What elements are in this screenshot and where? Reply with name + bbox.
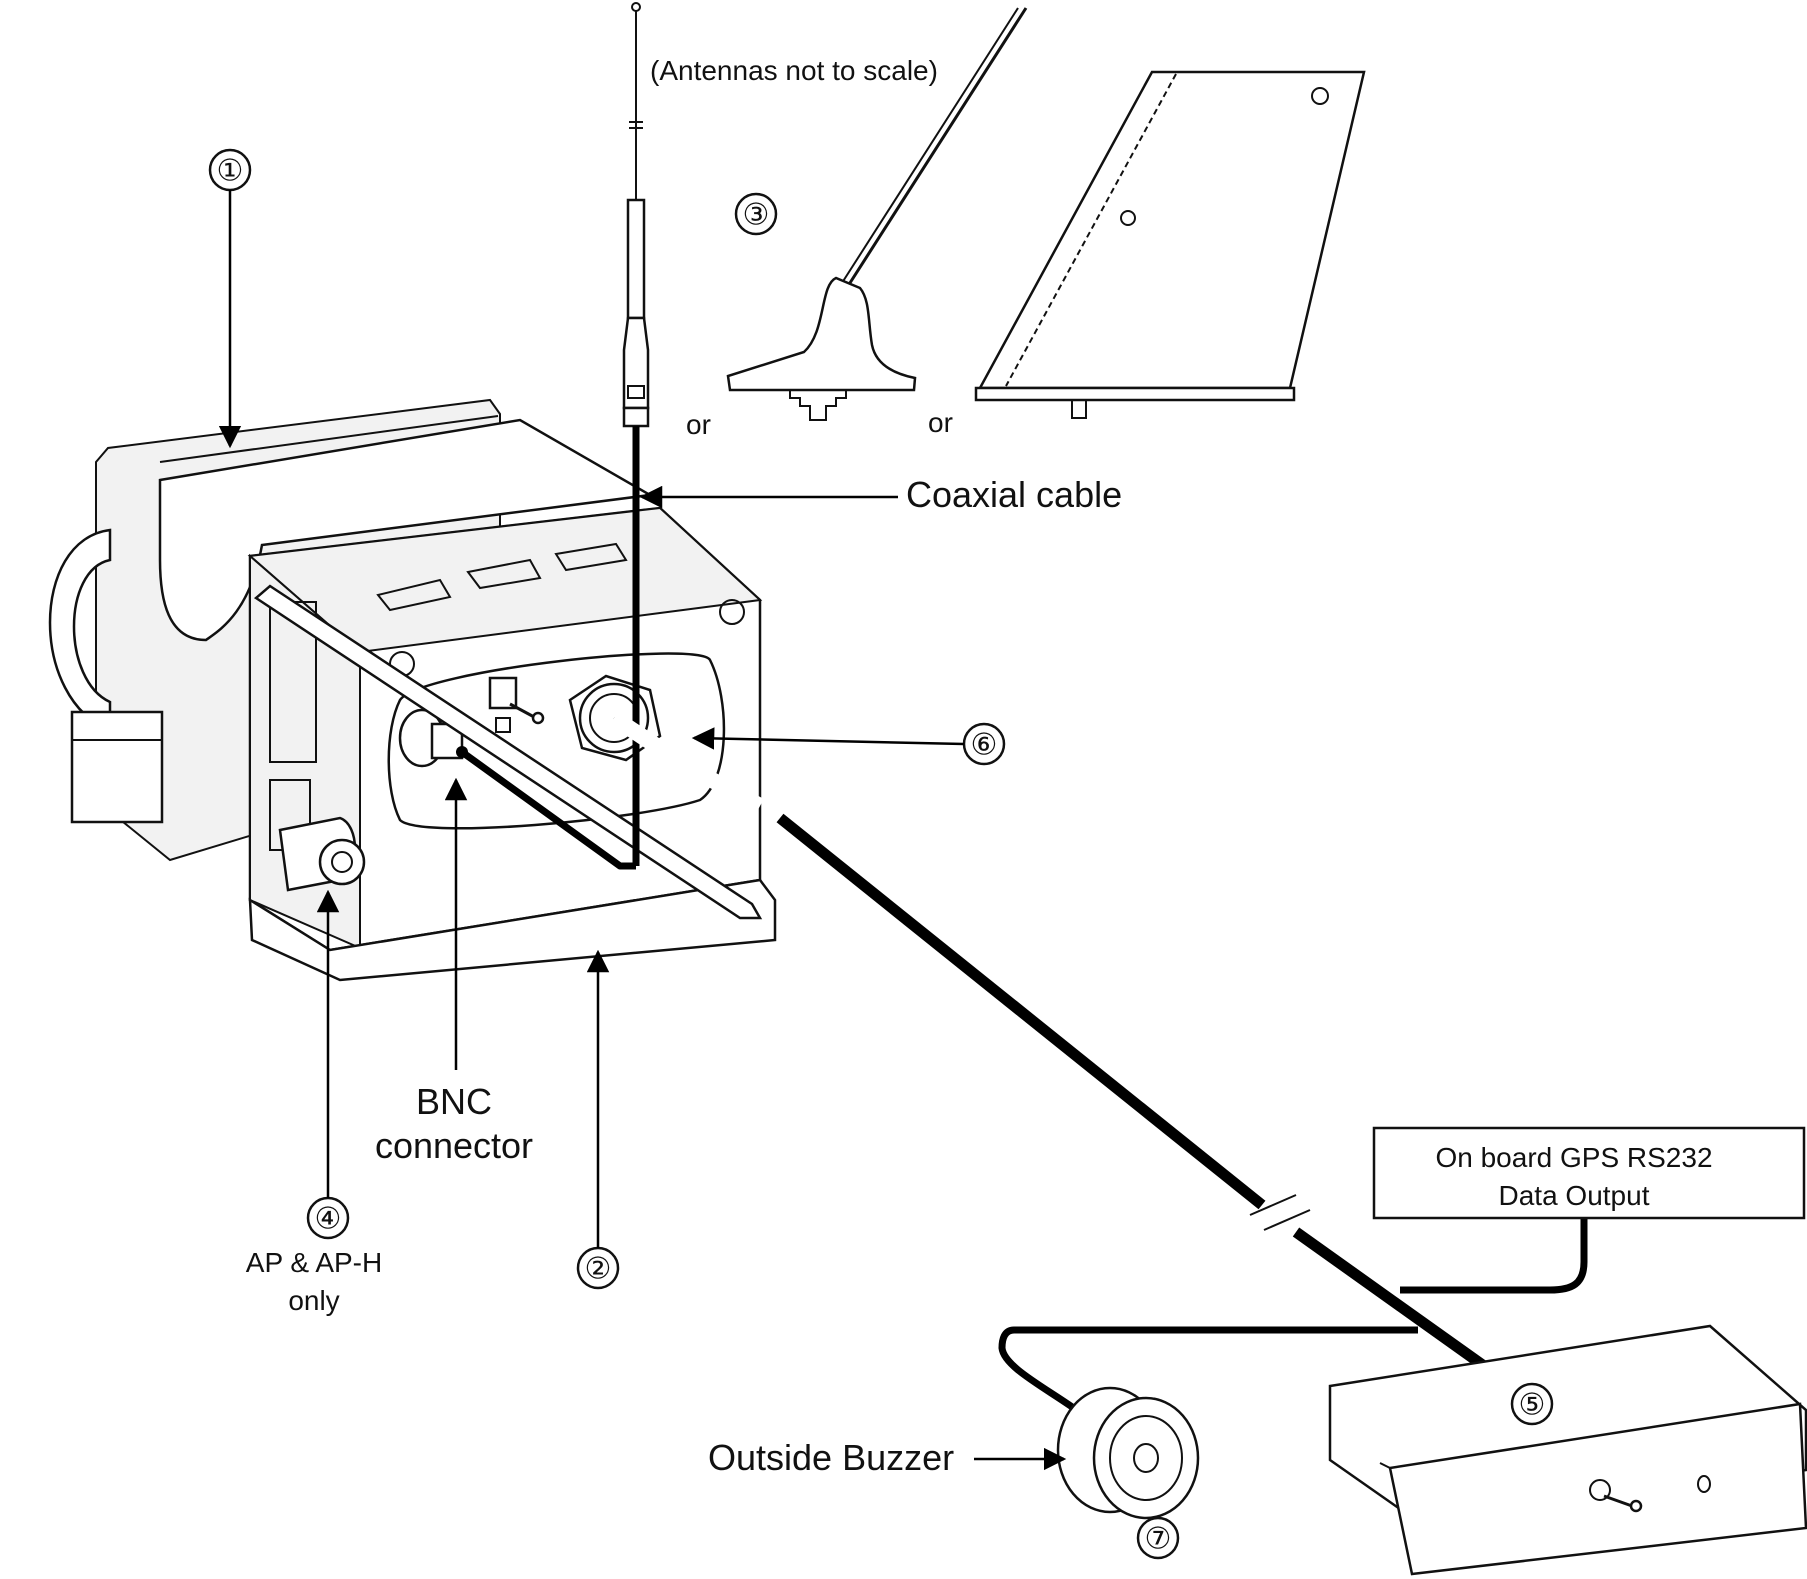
- or-label-2: or: [928, 407, 953, 438]
- bnc-label-line2: connector: [375, 1125, 533, 1166]
- callout-1: ①: [208, 148, 252, 449]
- bnc-label-line1: BNC: [416, 1081, 492, 1122]
- main-harness-cable: [609, 711, 1488, 1371]
- callout-5-number: ⑤: [1519, 1388, 1546, 1423]
- whip-antenna: [622, 2, 650, 428]
- callout-6: ⑥: [691, 722, 1006, 766]
- callout-3-number: ③: [743, 198, 770, 233]
- coaxial-cable-label: Coaxial cable: [906, 474, 1122, 515]
- ap-label-line2: only: [288, 1285, 339, 1316]
- ap-label-line1: AP & AP-H: [246, 1247, 382, 1278]
- callout-7-number: ⑦: [1145, 1522, 1172, 1557]
- blade-stub-antenna: [726, 7, 1028, 421]
- gps-output-box: [1372, 1126, 1806, 1220]
- callout-4-number: ④: [315, 1202, 342, 1237]
- callout-6-number: ⑥: [971, 728, 998, 763]
- external-battery-connector: [278, 816, 366, 892]
- remote-toggle-switch: [1589, 1479, 1643, 1513]
- gps-label-line2: Data Output: [1499, 1180, 1650, 1211]
- main-unit: [48, 398, 777, 982]
- or-label-1: or: [686, 409, 711, 440]
- buzzer-cable: [998, 1326, 1418, 1417]
- callout-7: ⑦: [1136, 1516, 1180, 1560]
- callout-4: ④: [306, 889, 350, 1240]
- outside-buzzer-label: Outside Buzzer: [708, 1437, 954, 1478]
- callout-1-number: ①: [217, 154, 244, 189]
- coaxial-cable: [459, 426, 640, 870]
- led-indicator: [1697, 1475, 1711, 1493]
- remote-control-unit: [1328, 1324, 1807, 1576]
- antennas-note: (Antennas not to scale): [650, 55, 938, 86]
- callout-2-number: ②: [585, 1252, 612, 1287]
- outside-buzzer: [1056, 1386, 1200, 1520]
- fin-antenna: [974, 70, 1366, 419]
- gps-label-line1: On board GPS RS232: [1435, 1142, 1712, 1173]
- callout-5: ⑤: [1510, 1382, 1554, 1426]
- toggle-switch: [488, 676, 545, 733]
- gps-data-cable: [1400, 1218, 1588, 1294]
- callout-3: ③: [734, 192, 778, 236]
- callout-2: ②: [576, 949, 620, 1290]
